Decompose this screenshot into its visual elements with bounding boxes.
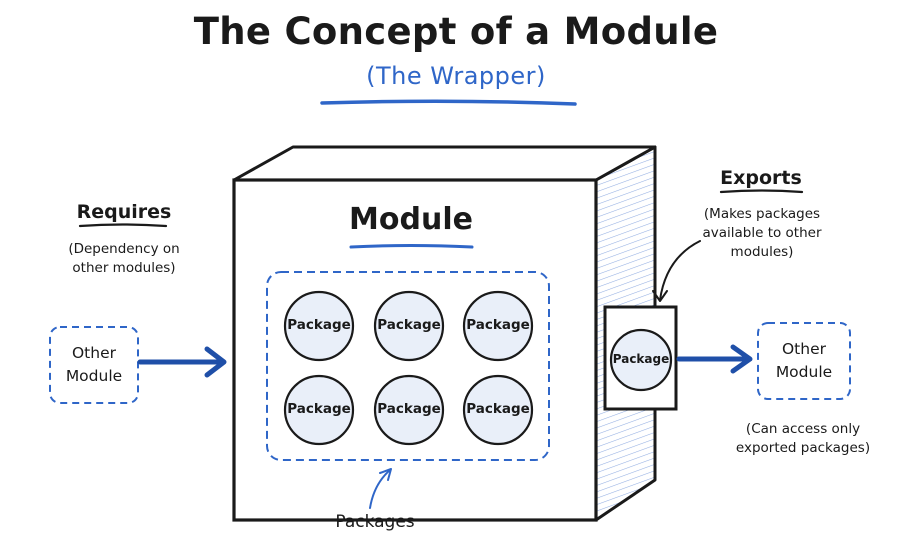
exports-note: (Makes packages available to other modul… [702, 206, 822, 260]
package-circle-5 [373, 374, 445, 446]
source-module-box [49, 326, 139, 404]
exports-arrow [676, 344, 753, 374]
package-label-3: Package [466, 317, 530, 333]
package-label-6: Package [466, 401, 530, 417]
diagram-subtitle: (The Wrapper) [366, 62, 546, 90]
source-module-label: Other Module [65, 344, 123, 385]
export-window [603, 305, 678, 411]
target-module-box [757, 322, 851, 400]
packages-caption: Packages [335, 512, 415, 532]
package-circles [283, 290, 534, 446]
diagram-title: The Concept of a Module [193, 10, 719, 53]
requires-label: Requires [76, 201, 172, 223]
package-label-1: Package [287, 317, 351, 333]
subtitle-underline [320, 99, 577, 106]
requires-arrow [137, 346, 227, 378]
module-label: Module [349, 202, 473, 237]
package-label-5: Package [377, 401, 441, 417]
requires-note: (Dependency on other modules) [68, 241, 180, 276]
package-circle-4 [283, 374, 355, 446]
requires-underline [78, 223, 168, 228]
target-module-note: (Can access only exported packages) [735, 421, 871, 456]
packages-container [266, 271, 550, 461]
exports-label: Exports [720, 167, 802, 189]
exports-underline [719, 189, 804, 194]
exports-pointer-arrow [652, 240, 701, 302]
module-label-underline [349, 244, 474, 249]
package-circle-3 [462, 290, 534, 362]
target-module-label: Other Module [775, 340, 833, 381]
package-circle-1 [283, 290, 355, 362]
module-box-top-face [232, 145, 657, 182]
exported-package-circle [609, 328, 673, 392]
exported-package-label: Package [612, 352, 670, 366]
package-circle-2 [373, 290, 445, 362]
package-circle-6 [462, 374, 534, 446]
package-label-4: Package [287, 401, 351, 417]
package-label-2: Package [377, 317, 441, 333]
packages-caption-arrow [369, 468, 392, 509]
